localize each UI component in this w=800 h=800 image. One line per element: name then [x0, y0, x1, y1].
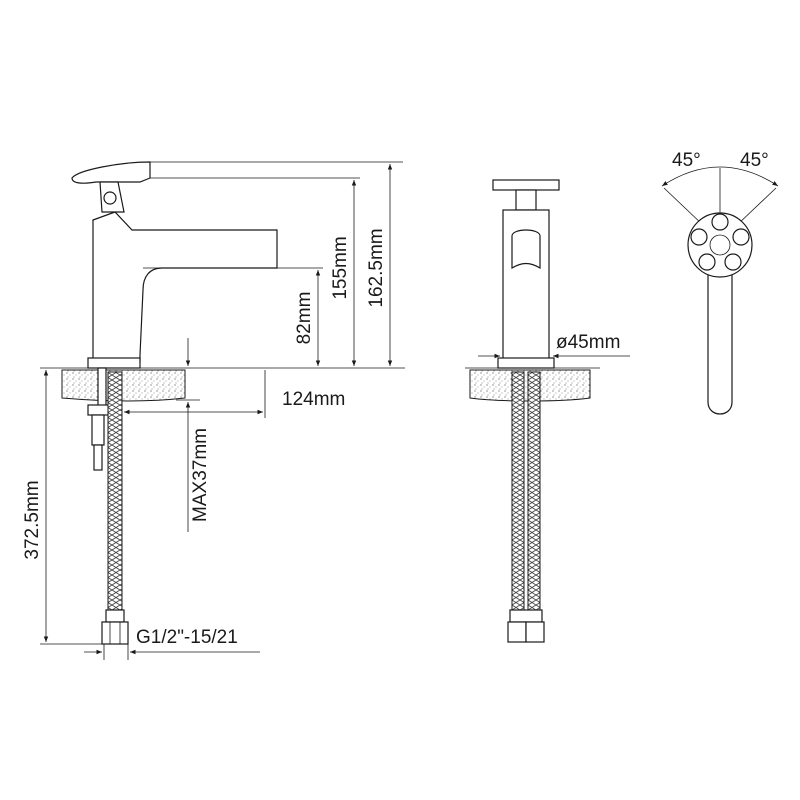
fixing-rod — [97, 367, 107, 409]
front-connector-right — [525, 621, 545, 643]
rosette-hole — [698, 253, 716, 271]
braided-hose — [107, 371, 123, 611]
dim-124-label: 124mm — [282, 389, 345, 410]
dim-82-label: 82mm — [294, 292, 315, 345]
rosette-hole — [724, 253, 742, 271]
handle-lever — [71, 161, 151, 184]
dim-155-label: 155mm — [330, 236, 351, 299]
left-limit-line — [663, 187, 705, 227]
front-spout-outlet — [511, 229, 541, 270]
fixing-rod-end — [93, 444, 103, 471]
side-view: 82mm 155mm 162.5mm 124mm MAX37mm 372.5mm… — [22, 161, 405, 660]
front-hose-right — [527, 371, 541, 611]
hose-ferrule — [105, 609, 125, 623]
faucet-base — [87, 357, 141, 369]
faucet-body — [92, 211, 278, 363]
fixing-rod-lower — [91, 414, 105, 446]
front-handle-stem — [515, 189, 537, 211]
top-view: 45° 45° — [661, 150, 779, 415]
dim-372-5-label: 372.5mm — [22, 480, 43, 559]
rosette-hole — [711, 213, 729, 231]
right-limit-line — [735, 187, 777, 227]
rosette-hole — [690, 228, 708, 246]
diameter-label: ø45mm — [556, 332, 620, 353]
front-hose-left — [511, 371, 525, 611]
front-base — [497, 357, 555, 369]
top-lever-arm — [707, 261, 733, 415]
front-handle — [492, 179, 560, 191]
angle-left-label: 45° — [672, 150, 701, 171]
handle-pivot — [103, 191, 117, 205]
front-view: ø45mm — [465, 179, 630, 643]
angle-right-label: 45° — [740, 150, 769, 171]
dim-max37-label: MAX37mm — [190, 428, 211, 522]
rotation-arc — [661, 166, 779, 187]
dim-162-5-label: 162.5mm — [366, 228, 387, 307]
thread-label: G1/2"-15/21 — [136, 627, 238, 648]
front-connector-left — [507, 621, 527, 643]
counter-section — [61, 369, 186, 402]
rosette-hole — [732, 228, 750, 246]
hose-connector-nut — [101, 621, 129, 645]
front-ferrule — [509, 609, 543, 623]
